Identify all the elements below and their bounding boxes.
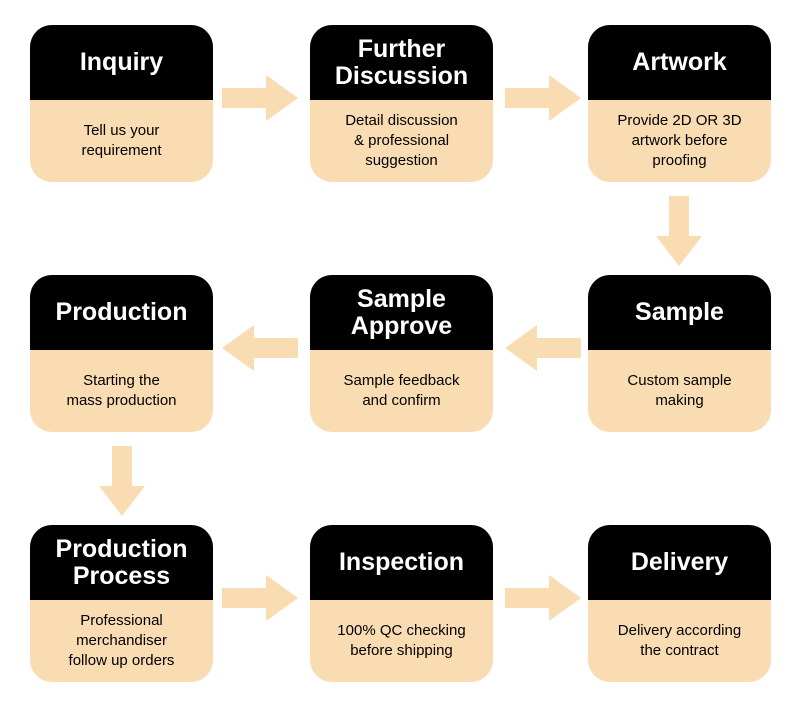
step-title-further-discussion: Further Discussion <box>310 25 493 100</box>
step-box-production-process[interactable]: Production Process Professional merchand… <box>30 525 213 682</box>
step-box-production[interactable]: Production Starting the mass production <box>30 275 213 432</box>
step-title-line: Inspection <box>338 548 464 576</box>
arrow-right-icon <box>222 575 298 621</box>
arrow-right-icon <box>222 75 298 121</box>
step-body-line: Tell us your <box>83 122 160 140</box>
step-box-sample[interactable]: Sample Custom sample making <box>588 275 771 432</box>
arrow-right-icon <box>505 75 581 121</box>
step-body-artwork: Provide 2D OR 3D artwork before proofing <box>588 100 771 182</box>
step-body-line: and confirm <box>362 392 441 409</box>
step-body-production-process: Professional merchandiser follow up orde… <box>30 600 213 682</box>
step-title-line: Artwork <box>632 48 727 76</box>
arrow-down-icon <box>656 196 702 266</box>
step-body-line: Starting the <box>83 372 160 390</box>
step-title-production: Production <box>30 275 213 350</box>
step-body-line: & professional <box>353 132 450 150</box>
step-title-delivery: Delivery <box>588 525 771 600</box>
step-title-line: Sample <box>635 298 724 326</box>
arrow-right-icon <box>505 575 581 621</box>
step-box-inquiry[interactable]: Inquiry Tell us your requirement <box>30 25 213 182</box>
step-title-line: Process <box>72 561 171 590</box>
step-box-delivery[interactable]: Delivery Delivery according the contract <box>588 525 771 682</box>
step-box-sample-approve[interactable]: Sample Approve Sample feedback and confi… <box>310 275 493 432</box>
step-body-delivery: Delivery according the contract <box>588 600 771 682</box>
step-title-line: Approve <box>350 311 453 340</box>
arrow-down-icon <box>99 446 145 516</box>
step-title-line: Delivery <box>630 548 729 576</box>
step-body-inspection: 100% QC checking before shipping <box>310 600 493 682</box>
step-body-line: before shipping <box>350 642 453 659</box>
step-body-line: suggestion <box>365 151 438 169</box>
step-title-line: Inquiry <box>79 48 164 76</box>
step-body-line: making <box>655 392 704 409</box>
step-body-line: proofing <box>652 151 707 169</box>
step-title-line: Discussion <box>334 61 469 90</box>
arrow-left-icon <box>505 325 581 371</box>
step-title-sample-approve: Sample Approve <box>310 275 493 350</box>
step-body-further-discussion: Detail discussion & professional suggest… <box>310 100 493 182</box>
step-body-line: artwork before <box>631 132 728 150</box>
step-body-production: Starting the mass production <box>30 350 213 432</box>
step-body-line: Professional <box>80 612 163 630</box>
step-box-further-discussion[interactable]: Further Discussion Detail discussion & p… <box>310 25 493 182</box>
step-title-production-process: Production Process <box>30 525 213 600</box>
step-title-line: Production <box>55 298 188 326</box>
step-title-inspection: Inspection <box>310 525 493 600</box>
step-box-inspection[interactable]: Inspection 100% QC checking before shipp… <box>310 525 493 682</box>
step-title-inquiry: Inquiry <box>30 25 213 100</box>
step-body-line: Provide 2D OR 3D <box>617 112 742 130</box>
step-title-sample: Sample <box>588 275 771 350</box>
step-title-line: Sample <box>357 284 446 313</box>
step-body-line: mass production <box>66 392 177 409</box>
arrow-left-icon <box>222 325 298 371</box>
step-box-artwork[interactable]: Artwork Provide 2D OR 3D artwork before … <box>588 25 771 182</box>
step-body-line: Detail discussion <box>345 112 458 130</box>
step-body-sample: Custom sample making <box>588 350 771 432</box>
step-body-line: Delivery according <box>617 622 742 640</box>
step-body-inquiry: Tell us your requirement <box>30 100 213 182</box>
step-body-line: requirement <box>81 142 162 159</box>
step-title-line: Further <box>357 34 446 63</box>
step-body-line: the contract <box>640 642 719 659</box>
step-title-line: Production <box>55 534 188 563</box>
step-body-sample-approve: Sample feedback and confirm <box>310 350 493 432</box>
step-body-line: merchandiser <box>76 632 167 650</box>
step-body-line: follow up orders <box>68 651 175 669</box>
step-title-artwork: Artwork <box>588 25 771 100</box>
step-body-line: Custom sample <box>627 372 732 390</box>
step-body-line: Sample feedback <box>343 372 460 390</box>
step-body-line: 100% QC checking <box>337 622 466 640</box>
